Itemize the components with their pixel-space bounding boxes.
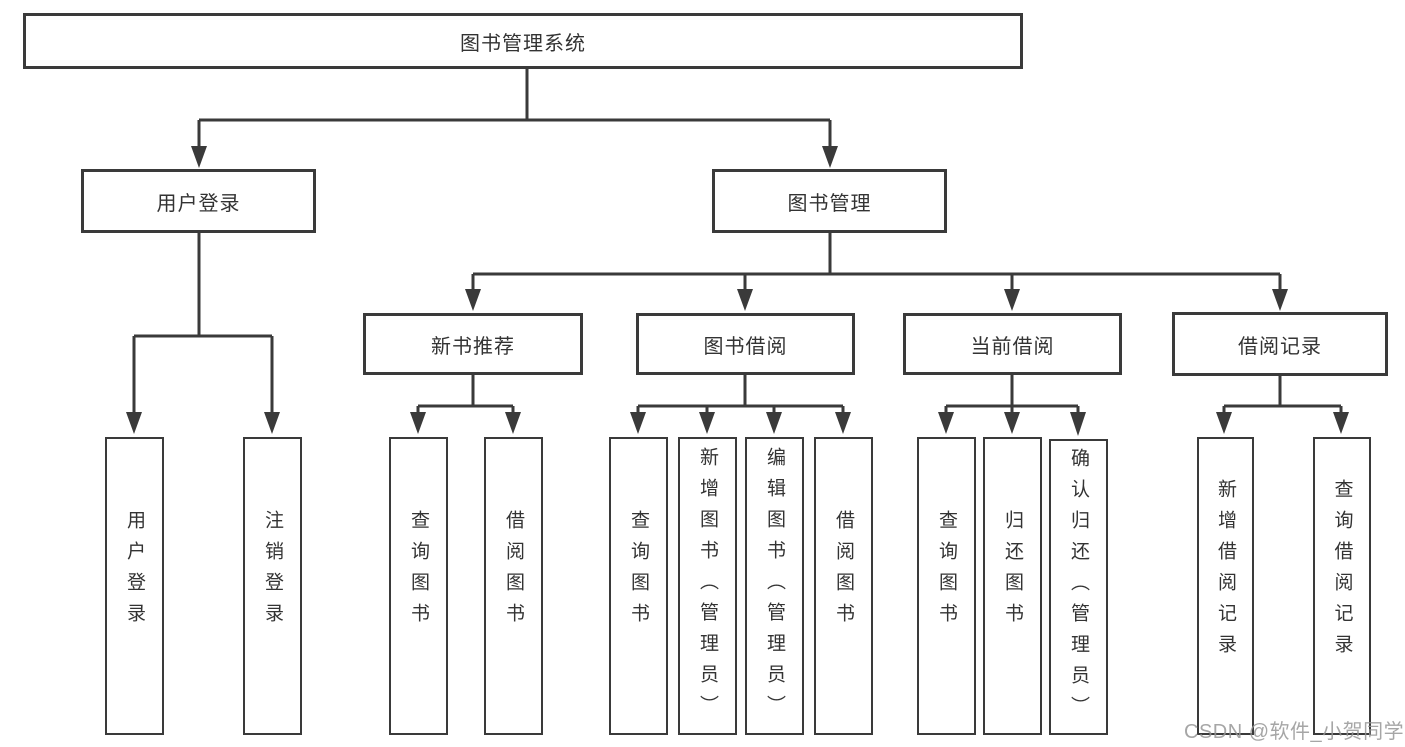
leaf-label: 注销登录	[262, 510, 283, 634]
leaf-label: 用户登录	[124, 510, 145, 634]
leaf-query-borrow-record: 查询借阅记录	[1313, 437, 1371, 735]
leaf-add-books-admin: 新增图书（管理员）	[678, 437, 737, 735]
node-root: 图书管理系统	[23, 13, 1023, 69]
leaf-label: 借阅图书	[503, 510, 524, 634]
leaf-edit-books-admin: 编辑图书（管理员）	[745, 437, 804, 735]
leaf-query-books-current: 查询图书	[917, 437, 976, 735]
leaf-label: 查询图书	[936, 510, 957, 634]
leaf-label: 查询图书	[628, 510, 649, 634]
node-current-borrowing: 当前借阅	[903, 313, 1122, 375]
leaf-label: 查询借阅记录	[1331, 479, 1353, 665]
node-book-management: 图书管理	[712, 169, 947, 233]
node-new-book-recommend: 新书推荐	[363, 313, 583, 375]
leaf-label: 借阅图书	[833, 510, 854, 634]
node-user-login: 用户登录	[81, 169, 316, 233]
leaf-label: 新增借阅记录	[1215, 479, 1236, 665]
leaf-query-books-recommend: 查询图书	[389, 437, 448, 735]
leaf-label: 新增图书（管理员）	[697, 446, 718, 726]
connector-spines	[132, 69, 1343, 414]
leaf-borrow-books-borrowing: 借阅图书	[814, 437, 873, 735]
node-book-borrowing: 图书借阅	[636, 313, 855, 375]
leaf-confirm-return-admin: 确认归还（管理员）	[1049, 439, 1108, 735]
leaf-query-books-borrowing: 查询图书	[609, 437, 668, 735]
leaf-label: 确认归还（管理员）	[1068, 447, 1089, 727]
leaf-label: 编辑图书（管理员）	[764, 446, 785, 726]
leaf-add-borrow-record: 新增借阅记录	[1197, 437, 1254, 735]
node-borrowing-records: 借阅记录	[1172, 312, 1388, 376]
leaf-borrow-books-recommend: 借阅图书	[484, 437, 543, 735]
leaf-label: 归还图书	[1002, 510, 1023, 634]
leaf-user-login: 用户登录	[105, 437, 164, 735]
leaf-return-books: 归还图书	[983, 437, 1042, 735]
leaf-logout: 注销登录	[243, 437, 302, 735]
leaf-label: 查询图书	[408, 510, 429, 634]
csdn-watermark: CSDN @软件_小贺同学	[1184, 721, 1405, 743]
